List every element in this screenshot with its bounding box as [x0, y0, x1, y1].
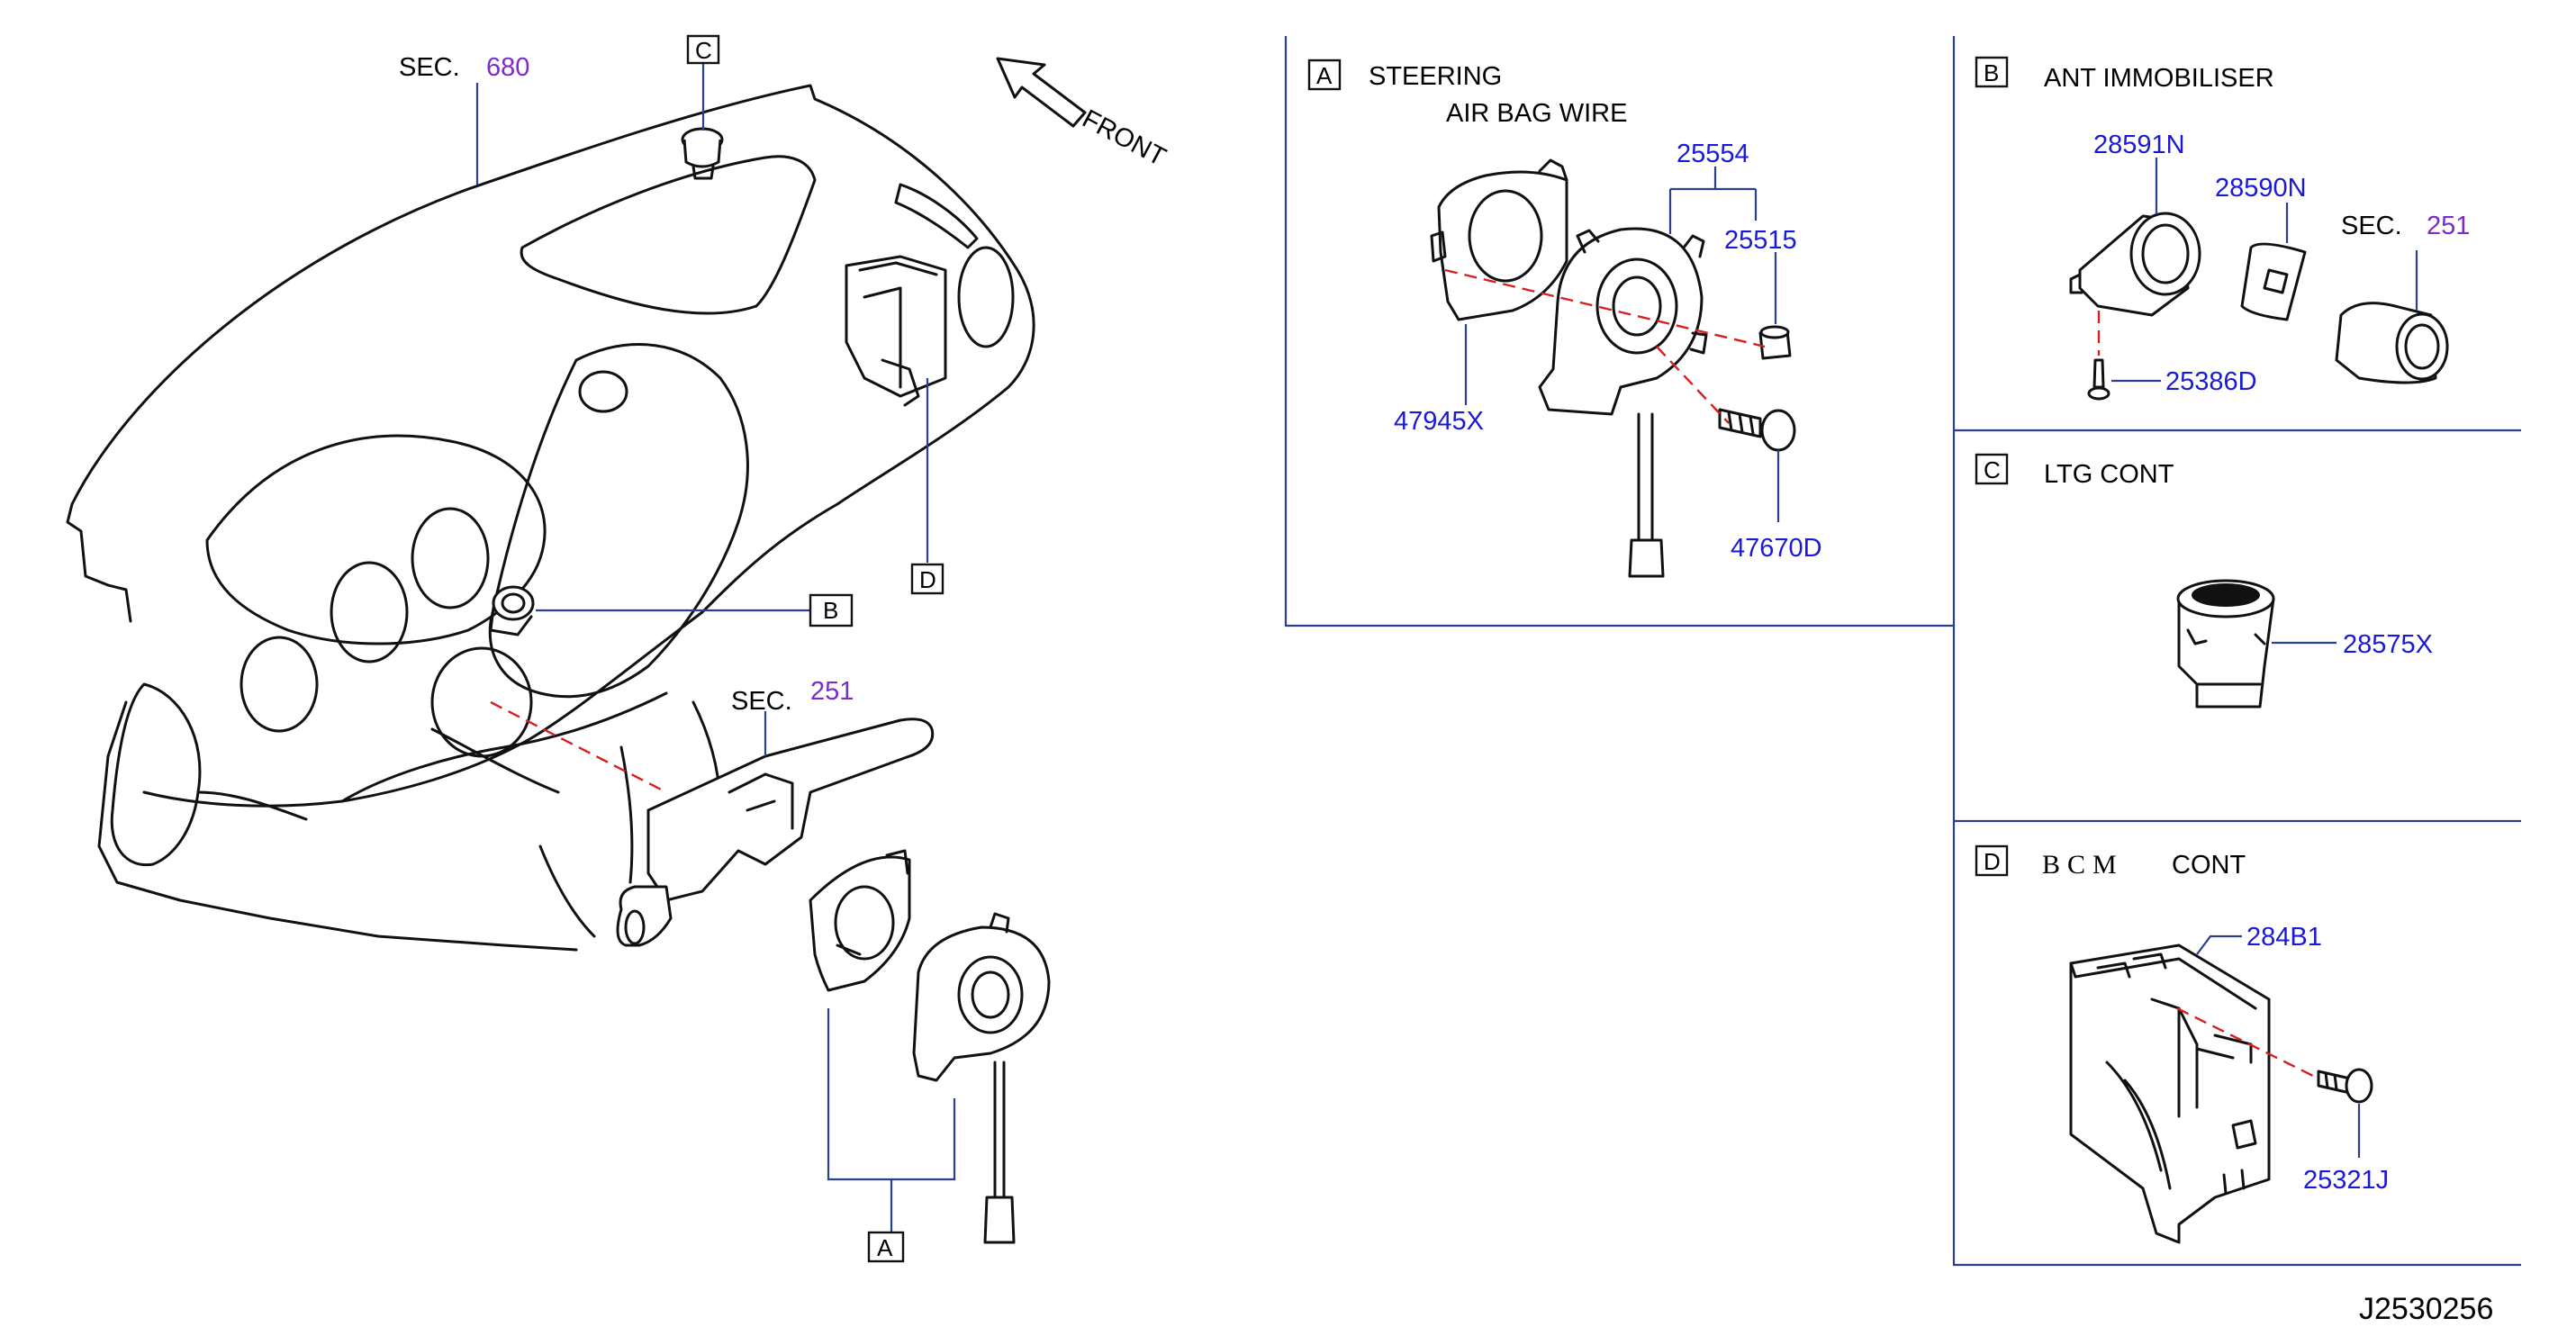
- callout-a-label: A: [877, 1234, 893, 1261]
- panel-d-title-bcm: BCM: [2042, 850, 2124, 880]
- screw-47670d: [1718, 408, 1796, 452]
- panel-b-title: ANT IMMOBILISER: [2044, 64, 2274, 93]
- callout-a[interactable]: A: [867, 1231, 905, 1263]
- clock-spring-25554: [1538, 227, 1708, 578]
- panel-b: B ANT IMMOBILISER 28591N: [1975, 56, 2470, 401]
- part-25321j-link[interactable]: 25321J: [2303, 1166, 2389, 1195]
- sec-ref-680-link[interactable]: 680: [486, 53, 529, 82]
- front-label: FRONT: [1078, 104, 1170, 172]
- panel-c-letter: C: [1984, 456, 2001, 483]
- centerline-a1: [1444, 268, 1766, 348]
- instrument-panel-drawing: [66, 84, 1035, 952]
- panel-b-letter: B: [1984, 59, 1999, 86]
- sec-ref-251-link[interactable]: 251: [810, 677, 854, 706]
- part-28575x-link[interactable]: 28575X: [2343, 630, 2433, 659]
- callout-d[interactable]: D: [910, 563, 945, 595]
- part-25515-link[interactable]: 25515: [1724, 226, 1797, 255]
- centerline-a2: [1656, 346, 1730, 424]
- part-25386d-link[interactable]: 25386D: [2165, 367, 2257, 396]
- spiral-cable-cover-main: [809, 849, 911, 992]
- bcm-unit-284b1: [2069, 943, 2271, 1244]
- combination-switch-drawing: [616, 718, 935, 947]
- front-arrow-icon: [996, 57, 1087, 128]
- diagram-code: J2530256: [2359, 1292, 2493, 1326]
- callout-b-label: B: [823, 597, 838, 624]
- ring-28590n: [2240, 242, 2307, 321]
- centerline-main: [490, 700, 667, 794]
- panel-b-sec-251-link[interactable]: 251: [2427, 212, 2470, 240]
- callout-c[interactable]: C: [686, 34, 720, 65]
- callout-c-label: C: [695, 37, 712, 64]
- sec-prefix-251: SEC.: [731, 687, 792, 716]
- spiral-cable-cover-47945x: [1430, 158, 1568, 321]
- panel-c: C LTG CONT 28575X: [1975, 453, 2433, 709]
- panel-a-title-line1: STEERING: [1369, 62, 1502, 91]
- part-28590n-link[interactable]: 28590N: [2215, 174, 2307, 203]
- callout-d-label: D: [919, 566, 936, 593]
- ltg-cont-sensor-28575x: [2176, 579, 2275, 709]
- part-47945x-link[interactable]: 47945X: [1394, 407, 1484, 436]
- centerline-d: [2176, 1007, 2319, 1080]
- panel-d-title-cont: CONT: [2172, 851, 2246, 880]
- panel-c-title: LTG CONT: [2044, 460, 2174, 489]
- panel-d-letter: D: [1984, 848, 2001, 875]
- panel-a-letter: A: [1316, 62, 1333, 89]
- panel-d: D BCM CONT 284B1 25321J: [1975, 844, 2389, 1244]
- callout-b[interactable]: B: [809, 593, 854, 627]
- ltg-cont-sensor-on-dash: [681, 127, 724, 180]
- ignition-knob-sec251: [2335, 302, 2449, 384]
- panel-frames: [1284, 36, 2521, 1267]
- panel-a-title-line2: AIR BAG WIRE: [1446, 99, 1627, 128]
- immobiliser-on-column: [489, 585, 535, 636]
- screw-25386d: [2087, 358, 2111, 401]
- panel-a: A STEERING AIR BAG WIRE: [1307, 59, 1822, 578]
- bcm-in-dash: [845, 255, 947, 407]
- part-28591n-link[interactable]: 28591N: [2093, 131, 2185, 159]
- part-47670d-link[interactable]: 47670D: [1731, 534, 1822, 563]
- bolt-25321j: [2317, 1068, 2373, 1104]
- panel-b-sec-prefix: SEC.: [2341, 212, 2402, 240]
- sec-prefix-680: SEC.: [399, 53, 460, 82]
- part-284b1-link[interactable]: 284B1: [2246, 923, 2322, 952]
- immobiliser-antenna-28591n: [2069, 212, 2201, 317]
- clock-spring-main: [912, 912, 1051, 1244]
- cap-25515: [1758, 325, 1792, 360]
- main-leader-lines: [475, 61, 956, 1232]
- part-25554-link[interactable]: 25554: [1677, 140, 1749, 168]
